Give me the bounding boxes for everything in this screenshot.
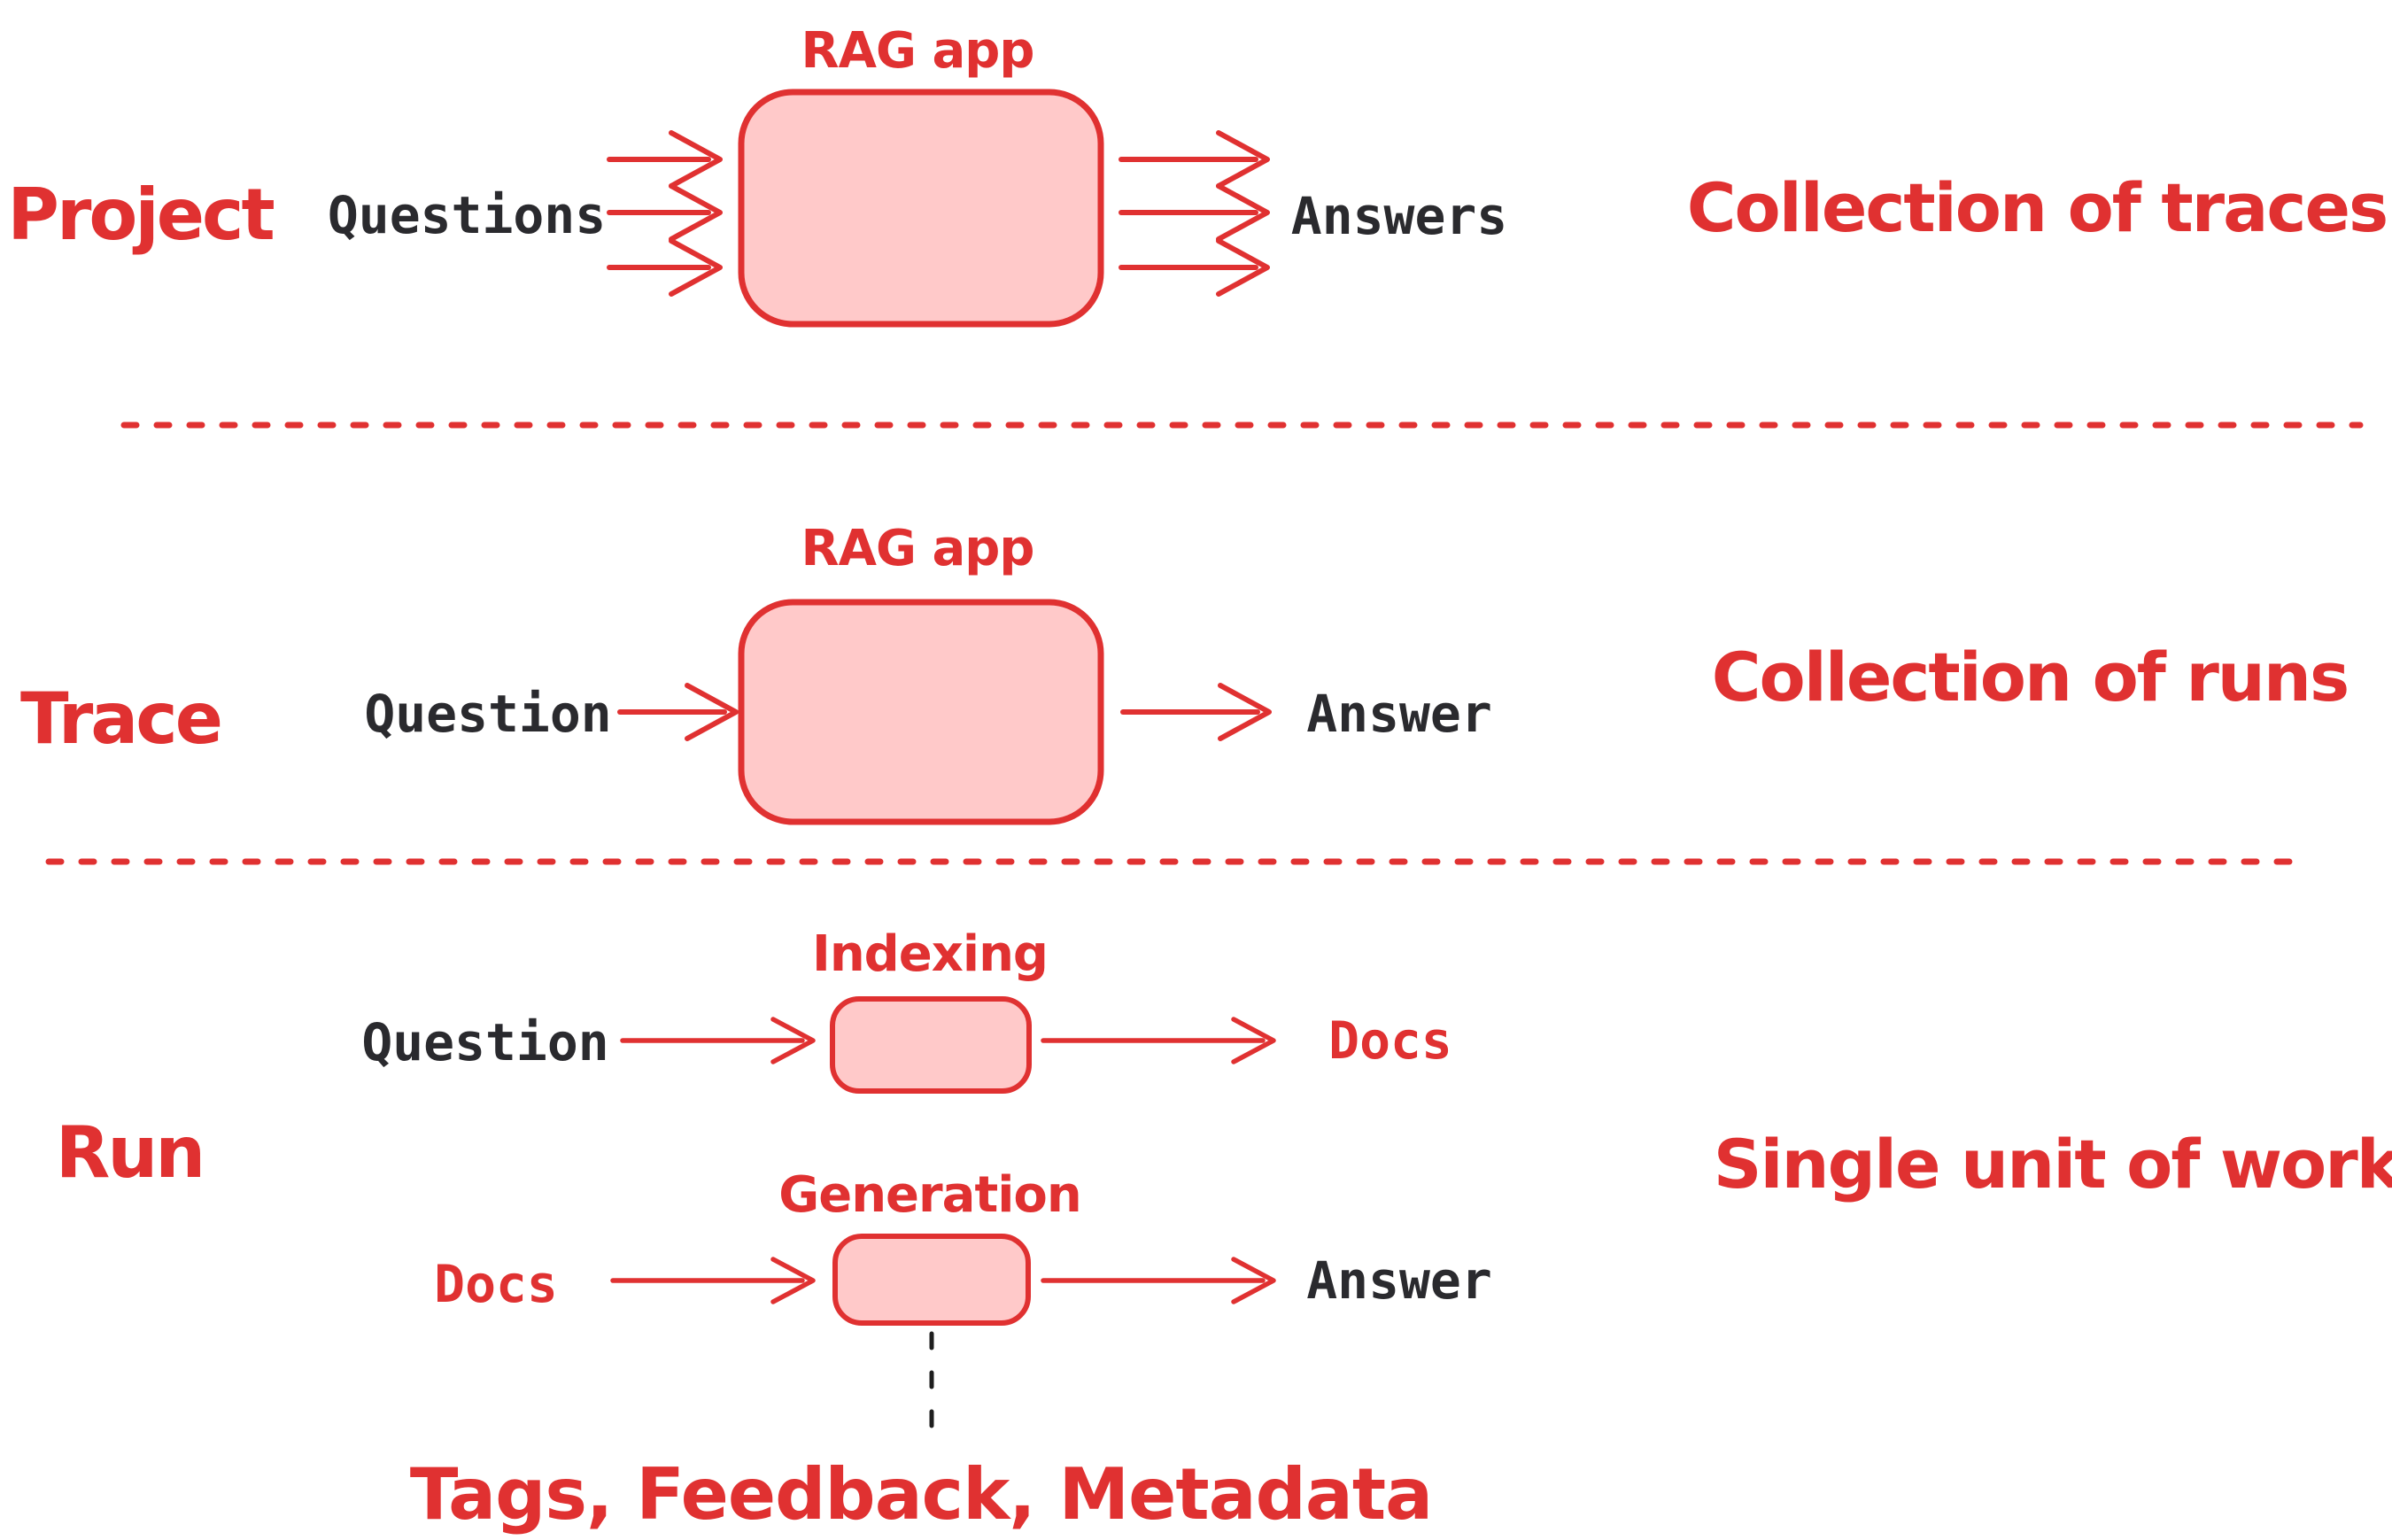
arrow-head xyxy=(1216,238,1270,297)
arrow-head xyxy=(770,1017,816,1064)
indexing-title: Indexing xyxy=(811,925,1049,983)
arrow-head xyxy=(1218,683,1272,741)
rag-app-title-project: RAG app xyxy=(801,22,1035,80)
section-label-trace: Trace xyxy=(20,677,223,760)
docs-input-label: Docs xyxy=(434,1254,558,1314)
questions-label: Questions xyxy=(327,185,607,245)
arrow-head xyxy=(669,238,723,297)
indexing-output-arrow-icon xyxy=(1041,1017,1276,1064)
generation-input-arrow-icon xyxy=(610,1257,816,1304)
rag-app-title-trace: RAG app xyxy=(801,520,1035,577)
arrow-head xyxy=(685,683,739,741)
project-input-arrows-icon xyxy=(607,130,723,297)
answer-label-trace: Answer xyxy=(1306,684,1492,744)
rag-app-box-trace xyxy=(738,599,1104,825)
section-label-project: Project xyxy=(7,174,275,256)
project-output-arrows-icon xyxy=(1119,130,1270,297)
arrow-head xyxy=(669,183,723,242)
generation-box xyxy=(832,1234,1031,1326)
docs-output-label: Docs xyxy=(1328,1010,1452,1071)
question-label-run: Question xyxy=(361,1012,609,1072)
indexing-input-arrow-icon xyxy=(620,1017,816,1064)
section-label-run: Run xyxy=(55,1111,206,1194)
indexing-box xyxy=(830,996,1032,1094)
tags-feedback-metadata-note: Tags, Feedback, Metadata xyxy=(409,1453,1433,1536)
arrow-head xyxy=(1216,183,1270,242)
arrow-head xyxy=(770,1257,816,1304)
answers-label: Answers xyxy=(1290,186,1508,246)
single-unit-of-work-note: Single unit of work xyxy=(1713,1125,2392,1203)
collection-of-runs-note: Collection of runs xyxy=(1711,638,2350,716)
generation-title: Generation xyxy=(778,1166,1082,1224)
trace-output-arrow-icon xyxy=(1120,683,1272,741)
rag-app-box-project xyxy=(738,89,1104,328)
question-label-trace: Question xyxy=(364,684,612,744)
generation-output-arrow-icon xyxy=(1041,1257,1276,1304)
collection-of-traces-note: Collection of traces xyxy=(1686,168,2389,247)
arrow-head xyxy=(669,130,723,189)
trace-input-arrow-icon xyxy=(617,683,739,741)
arrow-head xyxy=(1231,1257,1276,1304)
answer-label-run: Answer xyxy=(1306,1250,1492,1311)
arrow-head xyxy=(1231,1017,1276,1064)
arrow-head xyxy=(1216,130,1270,189)
